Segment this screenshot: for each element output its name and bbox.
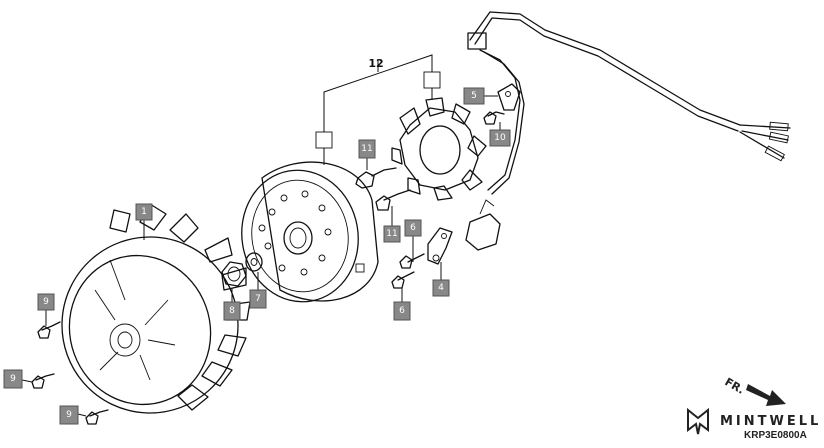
callout-8: 8	[223, 301, 241, 321]
svg-text:6: 6	[399, 306, 405, 316]
callout-9-upper: 9	[37, 293, 55, 311]
callout-6-lower: 6	[393, 301, 411, 321]
svg-text:6: 6	[410, 223, 416, 233]
stator-part	[391, 97, 487, 201]
callout-1: 1	[135, 203, 153, 221]
pulser-coil-part	[465, 199, 501, 251]
wire-harness-part	[467, 11, 791, 195]
wire-clamp-part	[427, 227, 453, 265]
svg-text:7: 7	[255, 294, 261, 304]
svg-text:9: 9	[43, 297, 49, 307]
fr-arrow-icon	[746, 384, 786, 406]
front-direction-indicator: FR.	[723, 375, 786, 406]
fr-label: FR.	[723, 375, 747, 396]
wire-clip-part	[497, 83, 521, 111]
assembly-bracket	[315, 54, 441, 165]
callout-9-middle: 9	[3, 369, 23, 389]
callout-11-lower: 11	[383, 225, 401, 243]
svg-text:1: 1	[141, 207, 147, 217]
svg-text:11: 11	[386, 229, 397, 239]
diagram-code: KRP3E0800A	[744, 430, 807, 441]
brand-name: MINTWELL	[720, 414, 821, 429]
brand-logo	[687, 407, 709, 435]
bolt-part	[31, 111, 505, 425]
callout-9-lower: 9	[59, 405, 79, 425]
callout-7: 7	[249, 289, 267, 309]
callout-leaders	[21, 95, 501, 417]
callout-11-upper: 11	[358, 139, 376, 159]
brand-logo-icon	[687, 407, 709, 435]
svg-text:10: 10	[494, 133, 506, 143]
svg-text:9: 9	[10, 374, 16, 384]
svg-text:5: 5	[471, 91, 477, 101]
callout-10: 10	[489, 129, 511, 147]
svg-text:8: 8	[229, 306, 235, 316]
cooling-fan-part	[61, 203, 251, 414]
flywheel-nut-part	[221, 261, 247, 287]
callout-5: 5	[463, 87, 485, 105]
washer-part	[245, 252, 263, 272]
callout-6-upper: 6	[404, 219, 422, 237]
svg-text:4: 4	[438, 283, 444, 293]
callout-4: 4	[432, 279, 450, 297]
assembly-number-label: 12	[368, 57, 383, 70]
flywheel-rotor-part	[241, 161, 379, 303]
svg-text:9: 9	[66, 410, 72, 420]
svg-text:11: 11	[361, 144, 372, 154]
